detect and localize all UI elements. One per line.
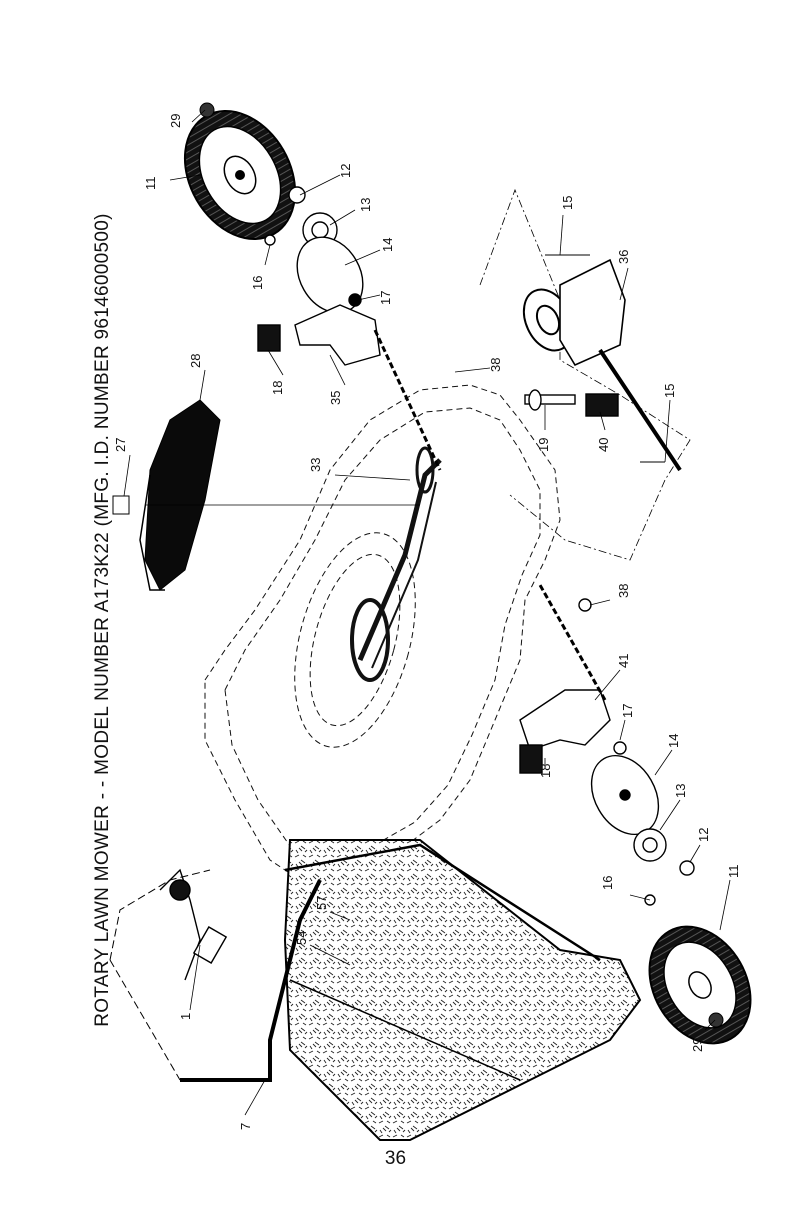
callout-18-bottom: 18 xyxy=(538,764,553,778)
callout-7: 7 xyxy=(238,1123,253,1130)
rear-wheel xyxy=(163,91,318,259)
callout-1: 1 xyxy=(178,1013,193,1020)
callout-33: 33 xyxy=(308,458,323,472)
drive-gear-bottom xyxy=(578,742,694,905)
drive-belt xyxy=(352,448,440,680)
callout-13-top: 13 xyxy=(358,198,373,212)
callout-27: 27 xyxy=(113,438,128,452)
wheel-nut xyxy=(200,103,214,117)
callout-14-top: 14 xyxy=(380,238,395,252)
height-adjuster-top xyxy=(258,305,440,470)
callout-54: 54 xyxy=(294,931,309,945)
callout-19: 19 xyxy=(536,438,551,452)
callout-38-bottom: 38 xyxy=(616,584,631,598)
callout-18-top: 18 xyxy=(270,381,285,395)
callout-41: 41 xyxy=(616,654,631,668)
height-adjuster-bottom xyxy=(520,585,610,773)
shoulder-bolt-and-spring xyxy=(525,390,618,416)
engine-control-cable xyxy=(160,870,226,980)
callout-40: 40 xyxy=(596,438,611,452)
callout-28: 28 xyxy=(188,354,203,368)
discharge-chute-deflector xyxy=(113,400,420,590)
callout-38-top: 38 xyxy=(488,358,503,372)
callout-36: 36 xyxy=(616,250,631,264)
callout-12-bottom: 12 xyxy=(696,828,711,842)
callout-13-bottom: 13 xyxy=(673,784,688,798)
callout-29-bottom: 29 xyxy=(690,1038,705,1052)
page-number: 36 xyxy=(0,1148,791,1170)
callout-35: 35 xyxy=(328,391,343,405)
grass-catcher-bag xyxy=(285,840,640,1140)
callout-14-bottom: 14 xyxy=(666,734,681,748)
callout-17-top: 17 xyxy=(378,291,393,305)
mower-deck xyxy=(205,385,560,880)
transmission-group xyxy=(480,190,690,560)
callout-11-bottom: 11 xyxy=(726,865,741,879)
callout-12-top: 12 xyxy=(338,164,353,178)
callout-16-bottom: 16 xyxy=(600,876,615,890)
callout-11-top: 11 xyxy=(143,177,158,191)
callout-15-top: 15 xyxy=(560,196,575,210)
callout-29-top: 29 xyxy=(168,114,183,128)
callout-15-bottom: 15 xyxy=(662,384,677,398)
callout-17-bottom: 17 xyxy=(620,704,635,718)
callout-57: 57 xyxy=(314,896,329,910)
callout-16-top: 16 xyxy=(250,276,265,290)
